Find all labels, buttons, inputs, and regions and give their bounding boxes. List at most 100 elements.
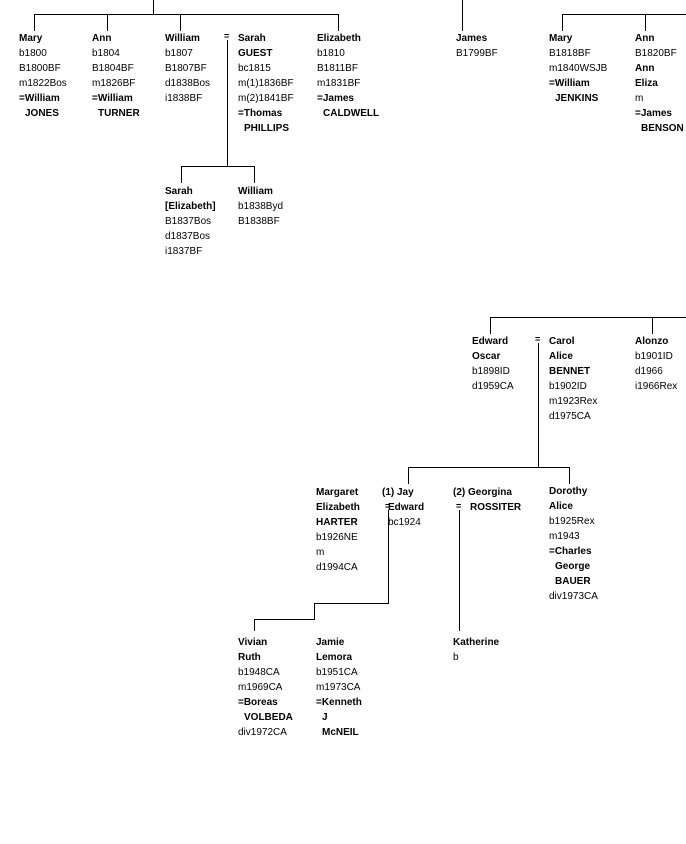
- person-detail-line: Ann: [92, 33, 112, 44]
- person-detail-line: m(1)1836BF: [238, 78, 294, 89]
- person-detail-line: =William: [92, 93, 133, 104]
- person-detail-line: b1800: [19, 48, 47, 59]
- person-detail-line: B1807BF: [165, 63, 207, 74]
- person-detail-line: d1959CA: [472, 381, 514, 392]
- person-detail-line: m: [316, 547, 325, 558]
- person-detail-line: b1804: [92, 48, 120, 59]
- person-detail-line: BENNET: [549, 366, 591, 377]
- person-detail-line: JENKINS: [555, 93, 599, 104]
- person-detail-line: =James: [635, 108, 672, 119]
- person-detail-line: Elizabeth: [316, 502, 360, 513]
- marriage-symbol: =: [224, 31, 230, 41]
- tree-connector-line: [180, 14, 181, 31]
- tree-connector-line: [181, 166, 255, 167]
- person-detail-line: b1901ID: [635, 351, 673, 362]
- person-detail-line: b1810: [317, 48, 345, 59]
- tree-connector-line: [34, 14, 35, 31]
- person-detail-line: Edward: [388, 502, 425, 513]
- person-detail-line: m1969CA: [238, 682, 283, 693]
- person-detail-line: Eliza: [635, 78, 658, 89]
- person-detail-line: Edward: [472, 336, 509, 347]
- person-detail-line: b1951CA: [316, 667, 358, 678]
- person-detail-line: =Kenneth: [316, 697, 362, 708]
- person-detail-line: McNEIL: [322, 727, 359, 738]
- tree-connector-line: [153, 0, 154, 15]
- person-detail-line: B1811BF: [317, 63, 358, 74]
- tree-connector-line: [462, 0, 463, 31]
- person-detail-line: Ruth: [238, 652, 261, 663]
- person-detail-line: i1838BF: [165, 93, 203, 104]
- tree-connector-line: [538, 343, 539, 468]
- person-detail-line: Vivian: [238, 637, 268, 648]
- person-detail-line: b1925Rex: [549, 516, 595, 527]
- person-detail-line: VOLBEDA: [244, 712, 293, 723]
- person-detail-line: =Charles: [549, 546, 592, 557]
- marriage-symbol: =: [385, 501, 391, 511]
- tree-connector-line: [254, 166, 255, 183]
- person-detail-line: Elizabeth: [317, 33, 361, 44]
- person-detail-line: Oscar: [472, 351, 501, 362]
- person-detail-line: div1972CA: [238, 727, 287, 738]
- tree-connector-line: [569, 467, 570, 484]
- person-detail-line: William: [238, 186, 273, 197]
- person-detail-line: m1943: [549, 531, 580, 542]
- person-detail-line: b1926NE: [316, 532, 358, 543]
- person-detail-line: B1804BF: [92, 63, 134, 74]
- person-detail-line: B1837Bos: [165, 216, 212, 227]
- tree-connector-line: [338, 14, 339, 31]
- person-detail-line: Sarah: [238, 33, 266, 44]
- tree-connector-line: [459, 510, 460, 631]
- tree-connector-line: [408, 467, 570, 468]
- person-detail-line: b1948CA: [238, 667, 280, 678]
- person-detail-line: m1831BF: [317, 78, 361, 89]
- person-detail-line: b1898ID: [472, 366, 510, 377]
- person-detail-line: b: [453, 652, 459, 663]
- person-detail-line: William: [165, 33, 200, 44]
- tree-connector-line: [107, 14, 108, 31]
- person-detail-line: m1822Bos: [19, 78, 67, 89]
- person-detail-line: James: [456, 33, 488, 44]
- tree-connector-line: [490, 317, 686, 318]
- person-detail-line: [Elizabeth]: [165, 201, 216, 212]
- person-detail-line: m(2)1841BF: [238, 93, 294, 104]
- person-detail-line: d1994CA: [316, 562, 358, 573]
- person-detail-line: =William: [549, 78, 590, 89]
- tree-connector-line: [227, 40, 228, 166]
- person-detail-line: Alonzo: [635, 336, 669, 347]
- person-detail-line: =Thomas: [238, 108, 283, 119]
- tree-connector-line: [314, 603, 315, 620]
- person-detail-line: B1820BF: [635, 48, 677, 59]
- person-detail-line: Mary: [19, 33, 43, 44]
- tree-connector-line: [562, 14, 563, 31]
- person-detail-line: i1837BF: [165, 246, 203, 257]
- person-detail-line: BENSON: [641, 123, 684, 134]
- person-detail-line: CALDWELL: [323, 108, 380, 119]
- person-detail-line: Sarah: [165, 186, 193, 197]
- person-detail-line: m1840WSJB: [549, 63, 608, 74]
- person-detail-line: Ann: [635, 63, 655, 74]
- tree-connector-line: [490, 317, 491, 334]
- person-detail-line: Margaret: [316, 487, 359, 498]
- person-detail-line: J: [322, 712, 328, 723]
- tree-connector-line: [254, 619, 315, 620]
- person-detail-line: HARTER: [316, 517, 358, 528]
- person-detail-line: bc1815: [238, 63, 271, 74]
- person-detail-line: m: [635, 93, 644, 104]
- person-detail-line: GUEST: [238, 48, 273, 59]
- person-detail-line: ROSSITER: [470, 502, 522, 513]
- person-detail-line: Carol: [549, 336, 575, 347]
- tree-connector-line: [254, 619, 255, 631]
- marriage-symbol: =: [535, 334, 541, 344]
